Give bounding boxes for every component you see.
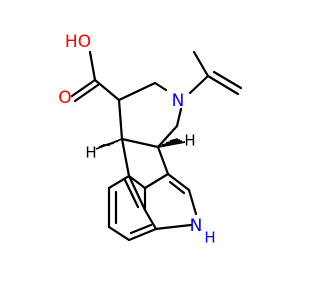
bond-ring-4 [156,124,179,149]
amine-nitrogen-label: N [172,91,185,111]
bond-ring-3 [175,107,183,128]
bond-vinyl-double-1 [206,74,240,96]
bond-benzene-6-double [123,178,140,209]
bond-c-oh [88,50,97,82]
stereo-marks [95,138,186,150]
bond-ring-5 [120,137,160,149]
bond-benzene-4-double [129,223,153,235]
bond-pyrrole-1 [166,172,191,192]
bonds [70,50,243,242]
molecule-diagram: HO O N N H H H [58,32,243,247]
bond-pyrrole-2 [187,188,198,216]
bond-vinyl-methyl [192,50,210,78]
bond-benzene-4 [127,227,158,242]
stereo-hydrogen-lower-label: H [85,144,96,162]
atom-labels: HO O N N H H H [58,32,215,247]
structure-svg: HO O N N H H H [58,32,243,247]
bond-ring-2 [153,81,168,92]
bond-benzene-3 [107,225,131,242]
bond-ring-1 [117,81,157,102]
carboxyl-hydroxyl-label: HO [65,32,91,52]
bond-c-o-double-1 [70,78,97,98]
bond-ring-7 [156,145,170,176]
bond-benzene-6 [127,174,147,212]
bond-pyrrole-1-double [168,180,186,195]
bond-ring-9 [127,174,147,190]
bond-pyrrole-3 [162,223,193,230]
stereo-hash-upper [157,138,186,148]
bond-n-vinyl [188,74,210,95]
stereo-hash-lower [95,138,123,150]
carboxyl-oxygen-label: O [58,88,71,108]
bond-c-ring [93,78,121,102]
bond-pyrrole-4 [154,226,166,231]
indole-nitrogen-label: N [190,216,203,236]
indole-hydrogen-label: H [204,229,215,247]
bond-ring-6 [117,98,124,141]
bond-ring-8 [143,172,170,190]
bond-benzene-1 [107,174,131,190]
bond-ring-10 [120,137,131,178]
bond-benzene-5 [143,208,158,231]
bond-c-o-double-2 [73,83,100,103]
bond-vinyl-double-2 [212,70,243,90]
stereo-hydrogen-upper-label: H [184,132,195,150]
